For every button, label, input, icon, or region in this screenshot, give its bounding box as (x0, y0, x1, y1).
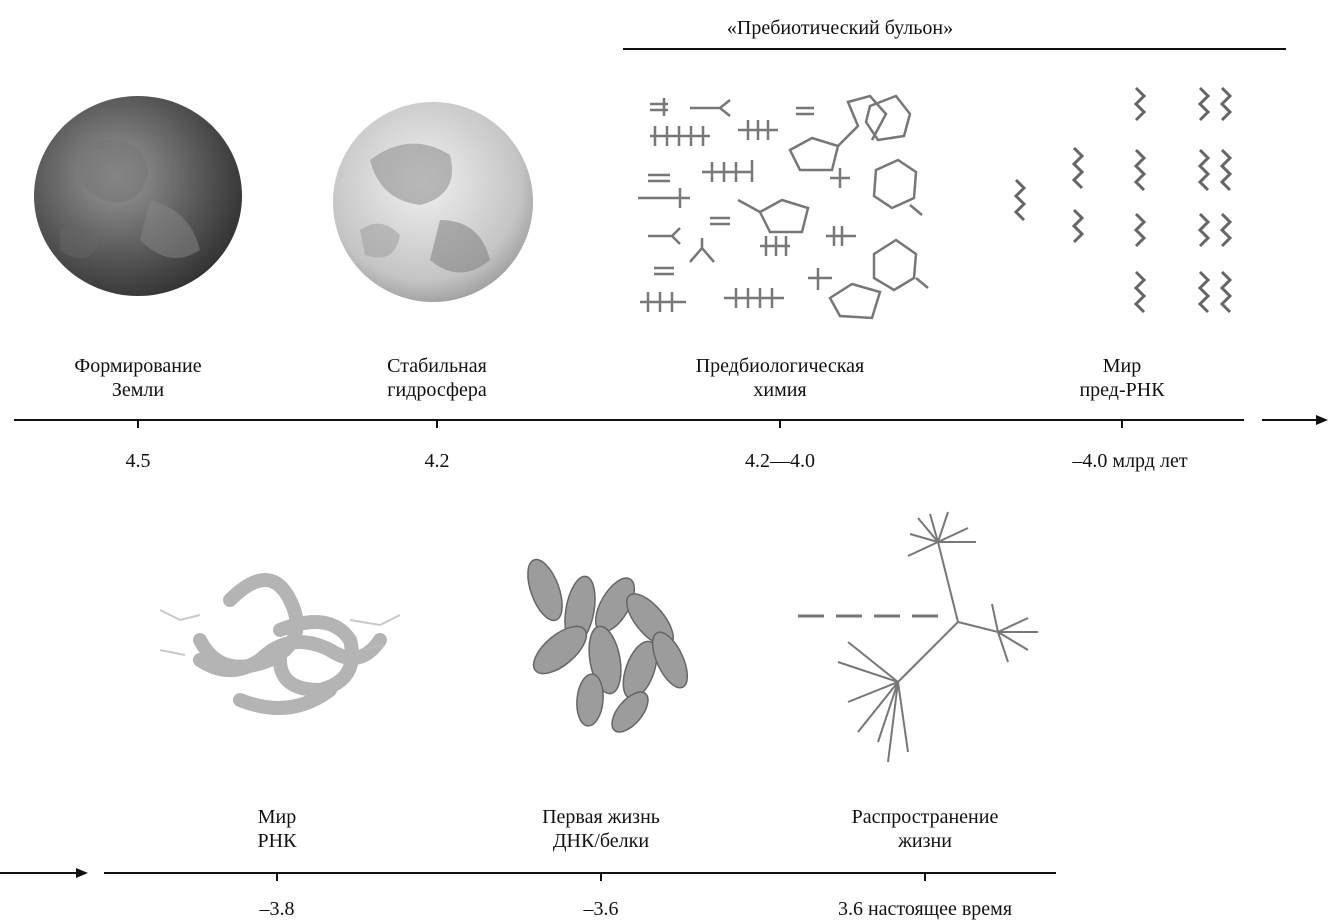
stage-label-prebiological-chemistry: Предбиологическая химия (640, 354, 920, 402)
stage-label-line1: Стабильная (317, 354, 557, 378)
tick-label: 3.6 настоящее время (820, 898, 1030, 921)
earth-formation-image (34, 96, 242, 296)
stable-hydrosphere-image (333, 102, 533, 302)
stage-label-line2: пред-РНК (1002, 378, 1242, 402)
stage-label-line2: РНК (157, 829, 397, 853)
stage-label-line2: гидросфера (317, 378, 557, 402)
prebiotic-chemistry-image (638, 96, 928, 318)
stage-label-line1: Распространение (805, 805, 1045, 829)
stage-label-pre-rna-world: Мир пред-РНК (1002, 354, 1242, 402)
rna-world-image (200, 580, 380, 708)
tick-label: –3.8 (217, 898, 337, 921)
stage-label-spread-of-life: Распространение жизни (805, 805, 1045, 853)
stage-label-earth-formation: Формирование Земли (18, 354, 258, 402)
tick-label: 4.2—4.0 (700, 450, 860, 473)
tick-label: 4.2 (377, 450, 497, 473)
continuation-arrow-left (0, 868, 88, 878)
stage-label-line1: Первая жизнь (481, 805, 721, 829)
stage-label-line2: жизни (805, 829, 1045, 853)
stage-label-line2: химия (640, 378, 920, 402)
stage-label-line1: Мир (1002, 354, 1242, 378)
stage-label-rna-world: Мир РНК (157, 805, 397, 853)
stage-label-line1: Формирование (18, 354, 258, 378)
stage-label-stable-hydrosphere: Стабильная гидросфера (317, 354, 557, 402)
stage-label-line2: ДНК/белки (481, 829, 721, 853)
stage-label-line1: Предбиологическая (640, 354, 920, 378)
stage-label-first-life: Первая жизнь ДНК/белки (481, 805, 721, 853)
stage-label-line2: Земли (18, 378, 258, 402)
pre-rna-helices-image (1016, 88, 1230, 312)
tick-label: –3.6 (541, 898, 661, 921)
spread-of-life-tree-image (798, 512, 1038, 762)
first-life-bacteria-image (521, 555, 695, 738)
continuation-arrow-right (1262, 415, 1328, 425)
prebiotic-soup-label: «Пребиотический бульон» (640, 16, 1040, 40)
soup-label-text: «Пребиотический бульон» (640, 16, 1040, 40)
tick-label: 4.5 (78, 450, 198, 473)
stage-label-line1: Мир (157, 805, 397, 829)
tick-label: –4.0 млрд лет (1030, 450, 1230, 473)
